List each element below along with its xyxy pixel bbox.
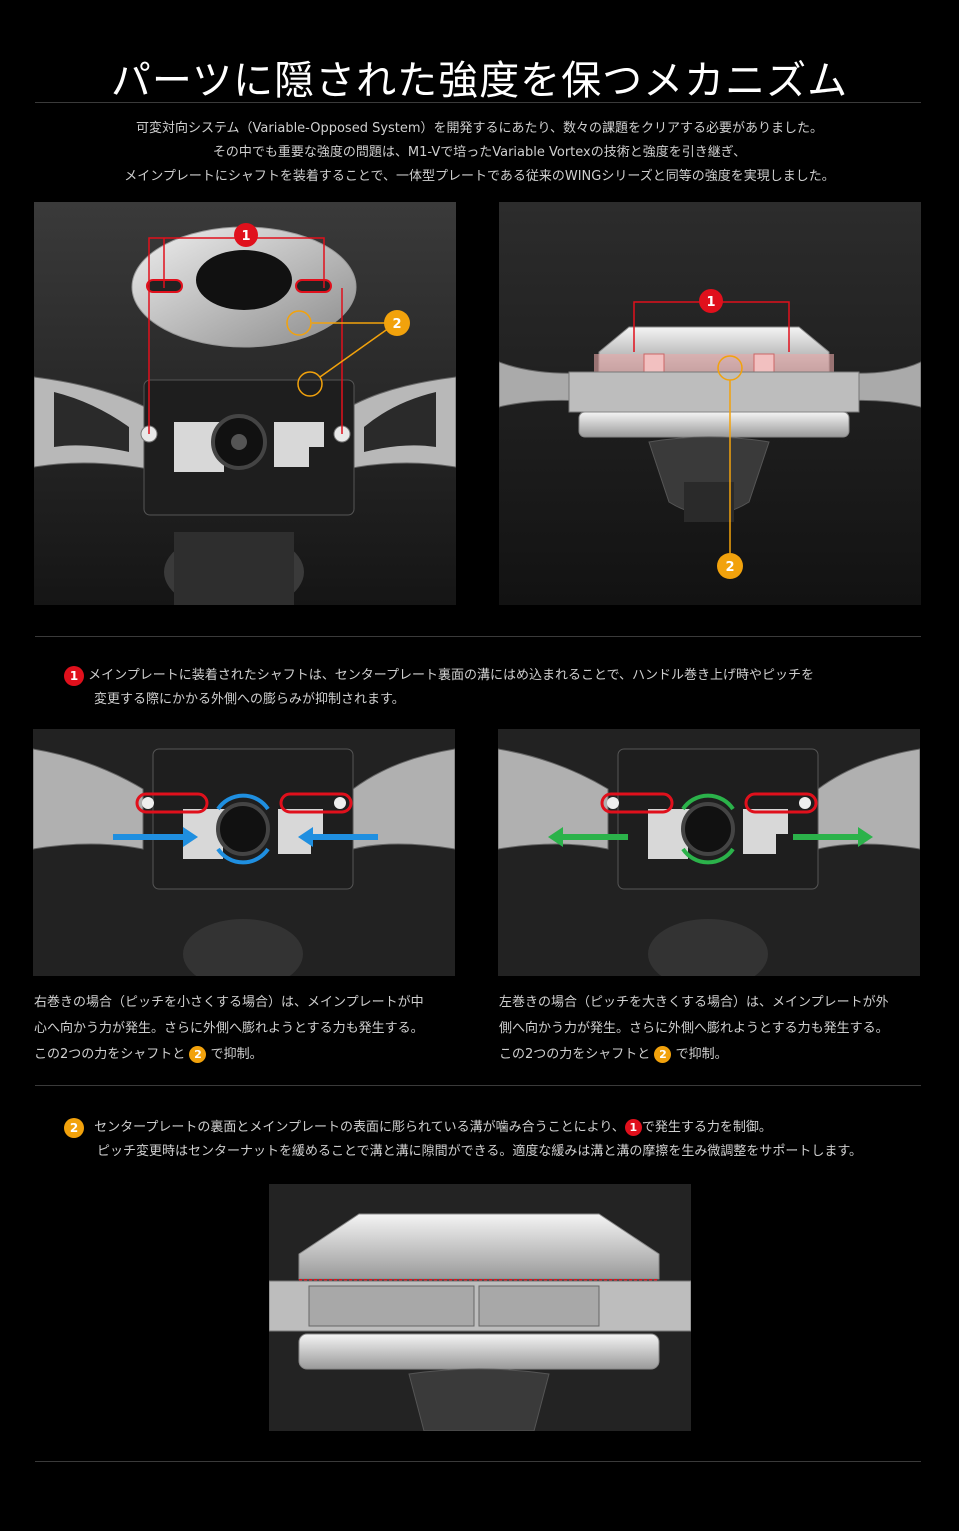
note-grooves: 2 センタープレートの裏面とメインプレートの表面に彫られている溝が噛み合うことに… — [64, 1116, 944, 1164]
caption-right-wind: 右巻きの場合（ピッチを小さくする場合）は、メインプレートが中 心へ向かう力が発生… — [34, 990, 464, 1068]
caption-line: 心へ向かう力が発生。さらに外側へ膨れようとする力も発生する。 — [34, 1021, 424, 1036]
right-wind-image — [33, 729, 455, 976]
callout-1-label: 1 — [241, 229, 250, 244]
note1-line1: メインプレートに装着されたシャフトは、センタープレート裏面の溝にはめ込まれること… — [88, 668, 815, 683]
caption-left-wind: 左巻きの場合（ピッチを大きくする場合）は、メインプレートが外 側へ向かう力が発生… — [499, 990, 929, 1068]
callout-2-label: 2 — [392, 317, 401, 332]
note-line: 1 メインプレートに装着されたシャフトは、センタープレート裏面の溝にはめ込まれる… — [64, 664, 924, 688]
caption-line: 側へ向かう力が発生。さらに外側へ膨れようとする力も発生する。 — [499, 1021, 889, 1036]
intro-line: メインプレートにシャフトを装着することで、一体型プレートである従来のWINGシリ… — [124, 169, 835, 184]
badge-2: 2 — [654, 1046, 672, 1063]
caption-text: この2つの力をシャフトと — [499, 1047, 651, 1062]
note1-line2: 変更する際にかかる外側への膨らみが抑制されます。 — [94, 692, 405, 707]
intro-line: その中でも重要な強度の問題は、M1-Vで培ったVariable Vortexの技… — [212, 145, 747, 160]
caption-text: で抑制。 — [210, 1047, 263, 1062]
caption-line: 左巻きの場合（ピッチを大きくする場合）は、メインプレートが外 — [499, 995, 889, 1010]
caption-text: この2つの力をシャフトと — [34, 1047, 186, 1062]
divider — [35, 1085, 921, 1086]
caption-line: この2つの力をシャフトと 2 で抑制。 — [499, 1042, 929, 1068]
note2-text: で発生する力を制御。 — [641, 1120, 772, 1135]
divider — [35, 1461, 921, 1462]
note2-text: センタープレートの裏面とメインプレートの表面に彫られている溝が噛み合うことにより… — [94, 1120, 625, 1135]
caption-line: この2つの力をシャフトと 2 で抑制。 — [34, 1042, 464, 1068]
badge-2: 2 — [189, 1046, 207, 1063]
callout-1-label: 1 — [706, 295, 715, 310]
side-view-image: 1 2 — [499, 202, 921, 605]
badge-1: 1 — [624, 1119, 642, 1136]
badge-1: 1 — [64, 665, 84, 686]
divider — [35, 636, 921, 637]
exploded-plate-image: 1 2 — [34, 202, 456, 605]
intro-line: 可変対向システム（Variable-Opposed System）を開発するにあ… — [135, 121, 824, 136]
note-line: 2 センタープレートの裏面とメインプレートの表面に彫られている溝が噛み合うことに… — [64, 1116, 944, 1140]
intro-text: 可変対向システム（Variable-Opposed System）を開発するにあ… — [0, 117, 959, 189]
divider — [35, 102, 921, 103]
groove-closeup-image — [269, 1184, 691, 1431]
page-title: パーツに隠された強度を保つメカニズム — [110, 58, 849, 104]
caption-text: で抑制。 — [675, 1047, 728, 1062]
callout-2-label: 2 — [725, 560, 734, 575]
caption-line: 右巻きの場合（ピッチを小さくする場合）は、メインプレートが中 — [34, 995, 424, 1010]
badge-2: 2 — [64, 1117, 84, 1138]
note-shaft: 1 メインプレートに装着されたシャフトは、センタープレート裏面の溝にはめ込まれる… — [64, 664, 924, 712]
left-wind-image — [498, 729, 920, 976]
note2-line2: ピッチ変更時はセンターナットを緩めることで溝と溝に隙間ができる。適度な緩みは溝と… — [97, 1144, 863, 1159]
